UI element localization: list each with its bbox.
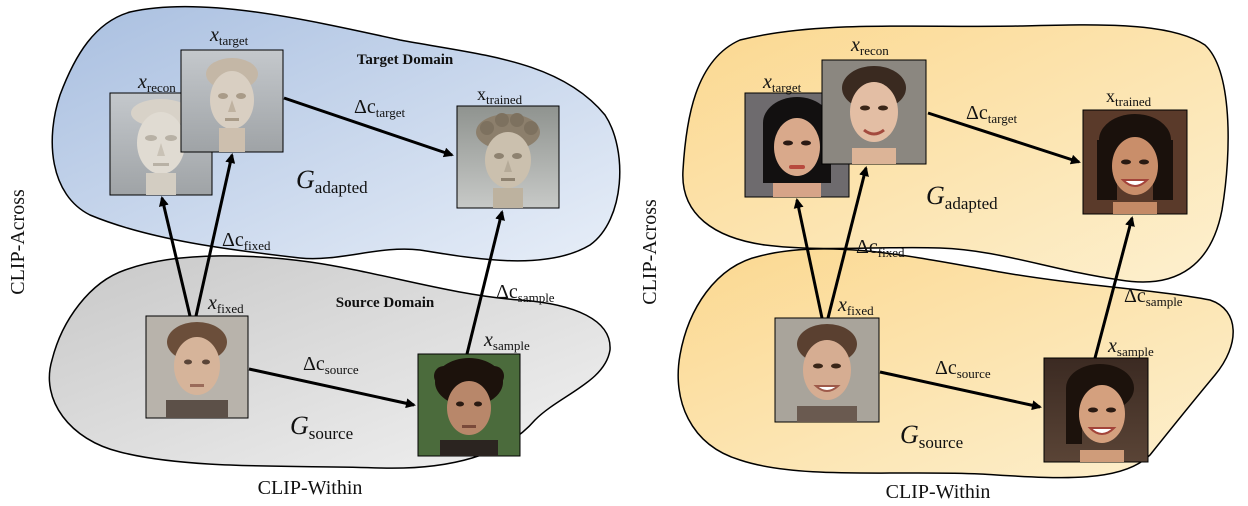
image-x-trained	[456, 105, 560, 209]
image-x-trained	[1082, 109, 1188, 215]
person-face-icon	[434, 358, 504, 456]
label-x-trained: xtrained	[477, 84, 523, 107]
arrow-delta-c-source	[248, 367, 416, 409]
label-delta-c-source: Δcsource	[303, 353, 359, 377]
label-delta-c-target: Δctarget	[966, 102, 1017, 126]
person-face-icon	[1097, 114, 1173, 214]
label-x-recon: xrecon	[850, 34, 889, 58]
person-face-icon	[1066, 364, 1134, 462]
label-clip-within: CLIP-Within	[886, 481, 991, 503]
label-g-source: Gsource	[900, 420, 963, 452]
left-panel: Target Domain Source Domain xrecon xtarg…	[7, 5, 621, 499]
label-clip-across: CLIP-Across	[639, 199, 661, 305]
arrow-delta-c-target	[283, 96, 454, 158]
person-face-icon	[842, 66, 906, 164]
arrow-fixed-to-recon	[826, 166, 869, 319]
source-domain-title: Source Domain	[336, 295, 435, 311]
arrow-fixed-to-target	[793, 198, 824, 319]
label-clip-within: CLIP-Within	[258, 477, 363, 499]
person-face-icon	[166, 322, 228, 418]
statue-face-icon	[476, 113, 540, 208]
label-x-recon: xrecon	[137, 71, 176, 95]
label-delta-c-sample: Δcsample	[496, 281, 555, 305]
label-x-fixed: xfixed	[837, 294, 874, 318]
label-x-sample: xsample	[1107, 335, 1154, 359]
person-face-icon	[797, 324, 857, 422]
label-delta-c-fixed: Δcfixed	[222, 229, 271, 253]
label-x-target: xtarget	[762, 71, 802, 95]
label-x-sample: xsample	[483, 329, 530, 353]
arrow-delta-c-target	[927, 111, 1081, 165]
image-x-recon	[821, 59, 927, 165]
label-delta-c-source: Δcsource	[935, 357, 991, 381]
label-delta-c-sample: Δcsample	[1124, 285, 1183, 309]
label-g-adapted: Gadapted	[926, 181, 998, 213]
image-x-fixed	[145, 315, 249, 419]
right-panel: xtarget xrecon xtrained xfixed xsample Δ…	[639, 24, 1234, 503]
image-x-sample	[1043, 357, 1149, 463]
target-domain-title: Target Domain	[357, 52, 454, 68]
target-domain-region	[682, 24, 1229, 283]
label-x-fixed: xfixed	[207, 292, 244, 316]
arrow-fixed-to-target	[194, 153, 236, 317]
arrow-fixed-to-recon	[158, 196, 192, 317]
label-x-trained: xtrained	[1106, 86, 1152, 109]
label-g-adapted: Gadapted	[296, 165, 368, 197]
image-x-fixed	[774, 317, 880, 423]
label-g-source: Gsource	[290, 411, 353, 443]
label-delta-c-fixed: Δcfixed	[856, 236, 905, 260]
arrow-delta-c-source	[879, 370, 1042, 411]
label-delta-c-target: Δctarget	[354, 96, 405, 120]
image-x-target	[180, 49, 284, 153]
statue-face-icon	[131, 99, 191, 195]
person-face-icon	[763, 97, 831, 197]
arrow-delta-c-sample	[465, 210, 505, 355]
arrow-delta-c-sample	[1093, 216, 1135, 359]
image-x-sample	[417, 353, 521, 457]
image-x-recon	[109, 92, 213, 196]
label-clip-across: CLIP-Across	[7, 189, 29, 295]
label-x-target: xtarget	[209, 24, 249, 48]
statue-face-icon	[206, 58, 258, 152]
